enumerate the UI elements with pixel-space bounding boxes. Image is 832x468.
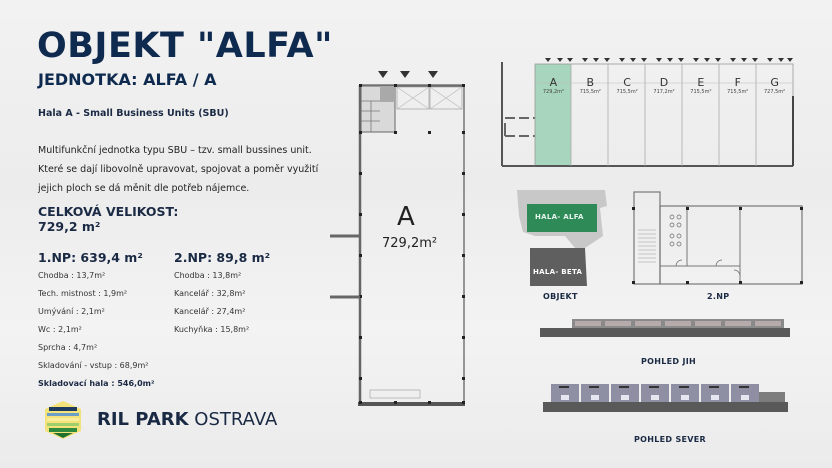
floor1-item: Sprcha : 4,7m²	[38, 343, 98, 352]
floor1-item: Wc : 2,1m²	[38, 325, 82, 334]
south-elevation	[540, 319, 790, 337]
floor2-list: Chodba : 13,8m² Kancelář : 32,8m² Kancel…	[174, 267, 249, 339]
ril-park-logo-icon	[45, 401, 81, 439]
floor2-item: Kancelář : 27,4m²	[174, 307, 246, 316]
north-elevation	[543, 384, 788, 412]
objekt-caption: OBJEKT	[543, 292, 578, 301]
floorplan-unit-area: 729,2m²	[382, 236, 438, 251]
hala-alfa-label: HALA- ALFA	[535, 213, 584, 221]
floor1-list: Chodba : 13,7m² Tech. mistnost : 1,9m² U…	[38, 267, 154, 393]
floor2-heading: 2.NP: 89,8 m²	[174, 250, 271, 265]
hall-name: Hala A - Small Business Units (SBU)	[38, 108, 229, 119]
logo-bold: RIL PARK	[97, 409, 189, 430]
building-overview-plan	[501, 58, 794, 167]
second-floor-plan	[632, 191, 803, 285]
logo-light: OSTRAVA	[188, 409, 278, 430]
floor1-heading: 1.NP: 639,4 m²	[38, 250, 143, 265]
unit-subtitle: JEDNOTKA: ALFA / A	[38, 70, 217, 89]
floor1-item: Skladovací hala : 546,0m²	[38, 379, 155, 388]
description: Multifunkční jednotka typu SBU – tzv. sm…	[38, 145, 319, 194]
floor2-item: Kancelář : 32,8m²	[174, 289, 246, 298]
floor2-item: Chodba : 13,8m²	[174, 271, 242, 280]
floor1-item: Chodba : 13,7m²	[38, 271, 106, 280]
floor-plan-unit-a	[330, 71, 465, 406]
logo-text: RIL PARK OSTRAVA	[97, 409, 277, 430]
floor1-item: Skladování - vstup : 68,9m²	[38, 361, 149, 370]
total-size-label: CELKOVÁ VELIKOST:	[38, 204, 179, 219]
floor2-item: Kuchyňka : 15,8m²	[174, 325, 250, 334]
floor1-item: Umývání : 2,1m²	[38, 307, 105, 316]
np2-caption: 2.NP	[707, 292, 730, 301]
site-plan	[517, 190, 607, 286]
total-size-value: 729,2 m²	[38, 219, 101, 234]
hala-beta-label: HALA- BETA	[533, 268, 583, 276]
page-title: OBJEKT "ALFA"	[37, 26, 333, 66]
floor1-item: Tech. mistnost : 1,9m²	[38, 289, 128, 298]
floorplan-unit-letter: A	[397, 202, 415, 232]
north-elevation-caption: POHLED SEVER	[634, 435, 706, 444]
south-elevation-caption: POHLED JIH	[641, 357, 696, 366]
